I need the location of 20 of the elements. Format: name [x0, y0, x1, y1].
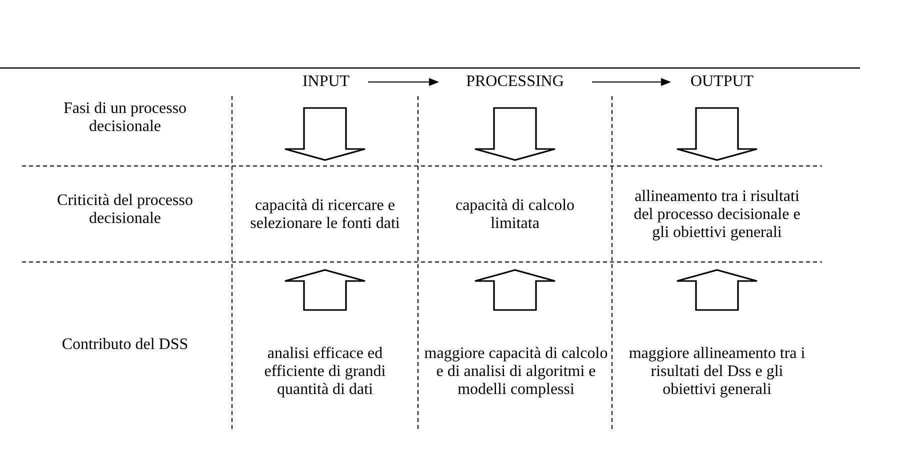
block-arrow [474, 269, 556, 311]
block-arrow [676, 107, 758, 161]
cell-text: maggiore capacità di calcolo e di analisi di algoritmi e modelli complessi [424, 326, 608, 418]
cell-text: analisi efficace ed efficiente di grandi quantità di dati [244, 326, 406, 418]
block-arrow [284, 107, 366, 161]
row-heading: Contributo del DSS [60, 335, 190, 355]
block-arrow [284, 269, 366, 311]
block-arrow [676, 269, 758, 311]
block-arrow [474, 107, 556, 161]
arrow [368, 78, 439, 86]
phase-label: PROCESSING [440, 72, 590, 92]
cell-text: allineamento tra i risultati del processo decisionale e gli obiettivi generali [626, 170, 808, 260]
phase-label: OUTPUT [672, 72, 772, 92]
phase-label: INPUT [286, 72, 366, 92]
cell-text: capacità di calcolo limitata [440, 170, 590, 260]
cell-text: capacità di ricercare e selezionare le fonti dati [236, 170, 414, 260]
row-heading: Criticità del processo decisionale [56, 191, 194, 229]
row-heading: Fasi di un processo decisionale [62, 99, 188, 137]
arrow [592, 78, 671, 86]
cell-text: maggiore allineamento tra i risultati del Dss e gli obiettivi generali [626, 326, 808, 418]
